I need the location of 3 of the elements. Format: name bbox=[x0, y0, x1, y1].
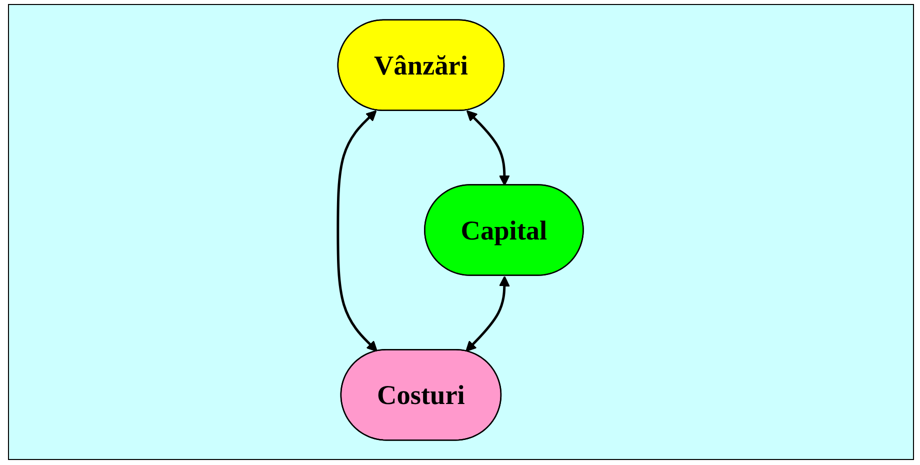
arrow bbox=[337, 110, 378, 352]
arrow bbox=[466, 110, 510, 186]
arrow bbox=[466, 275, 510, 352]
